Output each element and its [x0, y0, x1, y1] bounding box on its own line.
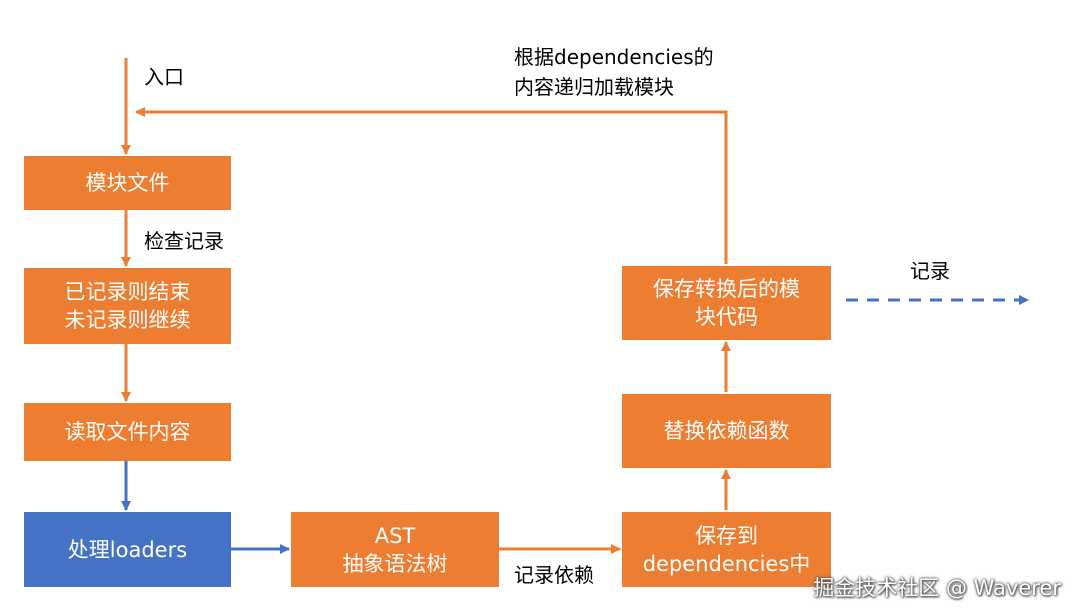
label-check-record: 检查记录: [144, 229, 224, 253]
watermark: 掘金技术社区 @ Waverer: [813, 576, 1061, 600]
node-read-file-text: 读取文件内容: [64, 420, 191, 444]
label-record: 记录: [910, 259, 950, 283]
node-save-code: 保存转换后的模 块代码: [622, 266, 831, 340]
node-recorded-check-line2: 未记录则继续: [64, 308, 191, 332]
node-replace-fn-text: 替换依赖函数: [663, 419, 790, 443]
recursive-load-arrow: [135, 107, 728, 264]
node-module-file-text: 模块文件: [85, 171, 170, 195]
node-save-deps-line2: dependencies中: [642, 551, 811, 576]
node-save-code-line2: 块代码: [695, 305, 758, 329]
node-ast: AST 抽象语法树: [291, 512, 499, 587]
node-loaders: 处理loaders: [24, 512, 231, 587]
label-record-deps: 记录依赖: [514, 563, 594, 587]
node-recorded-check: 已记录则结束 未记录则继续: [24, 268, 231, 344]
node-ast-line1: AST: [374, 523, 416, 548]
node-replace-fn: 替换依赖函数: [622, 394, 831, 468]
node-recorded-check-line1: 已记录则结束: [64, 280, 191, 304]
node-read-file: 读取文件内容: [24, 403, 231, 461]
node-save-deps-line1: 保存到: [695, 523, 758, 548]
label-recursive-line2: 内容递归加载模块: [514, 75, 674, 99]
node-loaders-text: 处理loaders: [67, 537, 188, 562]
node-save-deps: 保存到 dependencies中: [622, 512, 831, 587]
node-ast-line2: 抽象语法树: [342, 551, 448, 576]
label-recursive-line1: 根据dependencies的: [514, 45, 714, 69]
node-module-file: 模块文件: [24, 156, 231, 210]
label-entry: 入口: [144, 65, 184, 89]
node-save-code-line1: 保存转换后的模: [653, 277, 800, 301]
